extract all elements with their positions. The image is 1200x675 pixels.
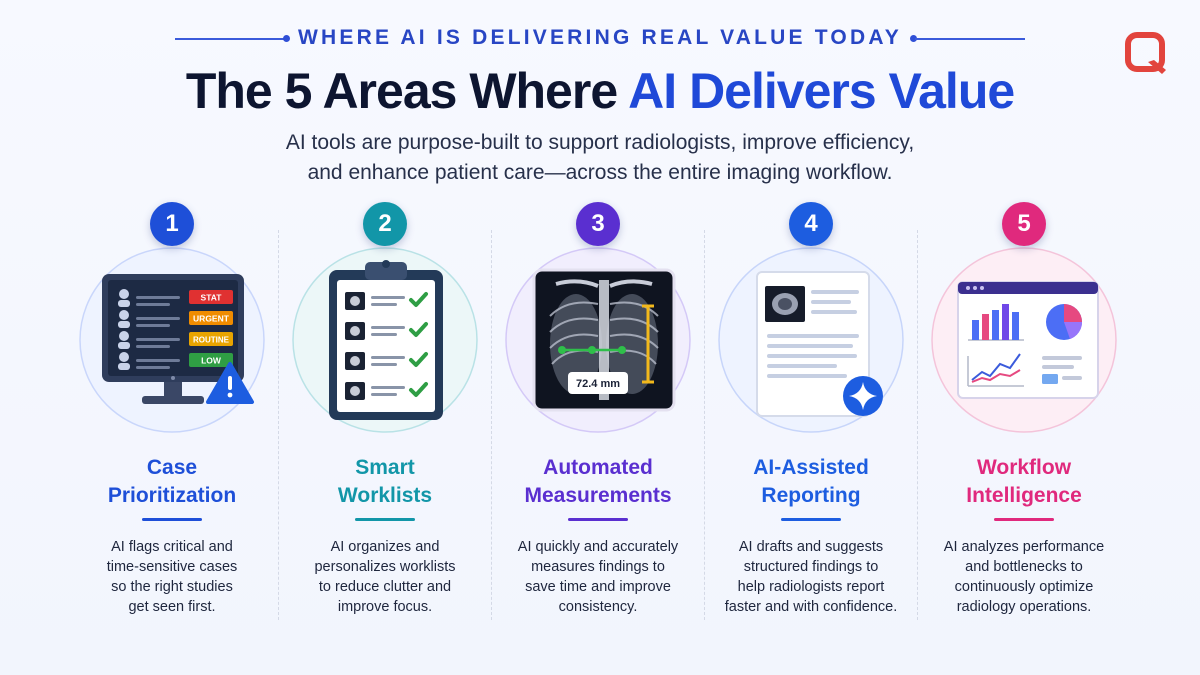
- title-accent: AI Delivers Value: [628, 63, 1015, 119]
- badge-stat: STAT: [201, 293, 223, 303]
- analytics-dashboard-icon: [957, 281, 1099, 399]
- page-title: The 5 Areas Where AI Delivers Value: [0, 62, 1200, 120]
- eyebrow-dot-left: [283, 35, 290, 42]
- measurement-overlay-icon: [558, 304, 654, 384]
- title-underline: [568, 518, 628, 521]
- value-area-4: 4 AI-Assisted Reporting AI drafts and su…: [705, 200, 918, 630]
- title-underline: [142, 518, 202, 521]
- area-description-4: AI drafts and suggests structured findin…: [705, 537, 917, 617]
- area-title-4: AI-Assisted Reporting: [705, 454, 917, 510]
- area-title-line: Measurements: [524, 484, 672, 507]
- value-area-3: 72.4 mm 3 Automated Measurements AI quic…: [492, 200, 705, 630]
- desc-line: AI drafts and suggests: [738, 539, 884, 555]
- desc-line: help radiologists report: [737, 579, 885, 595]
- area-title-5: Workflow Intelligence: [918, 454, 1130, 510]
- eyebrow-text: WHERE AI IS DELIVERING REAL VALUE TODAY: [298, 26, 902, 49]
- area-description-1: AI flags critical and time-sensitive cas…: [66, 537, 278, 617]
- subtitle-line-1: AI tools are purpose-built to support ra…: [285, 131, 915, 154]
- area-title-line: Intelligence: [966, 484, 1082, 507]
- area-description-3: AI quickly and accurately measures findi…: [492, 537, 704, 617]
- area-title-line: Automated: [543, 456, 653, 479]
- desc-line: personalizes worklists: [314, 559, 456, 575]
- desc-line: faster and with confidence.: [724, 599, 898, 615]
- step-number-1: 1: [150, 202, 194, 246]
- area-title-3: Automated Measurements: [492, 454, 704, 510]
- badge-urgent: URGENT: [193, 314, 230, 324]
- area-title-line: Reporting: [761, 484, 861, 507]
- eyebrow-line-right: [915, 38, 1025, 40]
- measurement-label: 72.4 mm: [576, 378, 620, 390]
- value-area-5: 5 Workflow Intelligence AI analyzes perf…: [918, 200, 1130, 630]
- desc-line: continuously optimize: [954, 579, 1094, 595]
- desc-line: improve focus.: [337, 599, 433, 615]
- area-description-5: AI analyzes performance and bottlenecks …: [918, 537, 1130, 617]
- eyebrow-line-left: [175, 38, 285, 40]
- area-title-line: Workflow: [976, 456, 1072, 479]
- desc-line: consistency.: [558, 599, 638, 615]
- eyebrow-dot-right: [910, 35, 917, 42]
- title-main: The 5 Areas Where: [185, 63, 629, 119]
- desc-line: so the right studies: [111, 579, 233, 595]
- area-title-line: AI-Assisted: [753, 456, 869, 479]
- column-divider: [704, 230, 705, 620]
- value-area-2: 2 Smart Worklists AI organizes and perso…: [279, 200, 492, 630]
- step-number-4: 4: [789, 202, 833, 246]
- report-document-icon: [756, 271, 870, 417]
- desc-line: AI organizes and: [330, 539, 440, 555]
- badge-routine: ROUTINE: [193, 336, 230, 345]
- value-area-1: STAT URGENT ROUTINE LOW 1 Case Prioritiz…: [66, 200, 279, 630]
- desc-line: time-sensitive cases: [106, 559, 238, 575]
- smart-worklists-illustration: [292, 247, 478, 433]
- line-chart-icon: [967, 353, 1024, 387]
- eyebrow-row: WHERE AI IS DELIVERING REAL VALUE TODAY: [0, 24, 1200, 54]
- title-underline: [355, 518, 415, 521]
- area-title-2: Smart Worklists: [279, 454, 491, 510]
- area-title-line: Case: [146, 456, 198, 479]
- area-description-2: AI organizes and personalizes worklists …: [279, 537, 491, 617]
- title-underline: [781, 518, 841, 521]
- area-title-line: Worklists: [337, 484, 433, 507]
- desc-line: to reduce clutter and: [318, 579, 452, 595]
- desc-line: save time and improve: [525, 579, 671, 595]
- workflow-intelligence-illustration: [931, 247, 1117, 433]
- desc-line: measures findings to: [531, 559, 665, 575]
- brand-logo-icon: [1125, 32, 1166, 74]
- ai-assisted-reporting-illustration: [718, 247, 904, 433]
- ai-sparkle-icon: [843, 376, 883, 416]
- subtitle-line-2: and enhance patient care—across the enti…: [307, 161, 893, 184]
- step-number-5: 5: [1002, 202, 1046, 246]
- desc-line: and bottlenecks to: [965, 559, 1083, 575]
- column-divider: [278, 230, 279, 620]
- desc-line: AI quickly and accurately: [517, 539, 679, 555]
- title-underline: [994, 518, 1054, 521]
- clipboard-checklist-icon: [329, 260, 443, 420]
- case-prioritization-illustration: STAT URGENT ROUTINE LOW: [79, 247, 265, 433]
- step-number-3: 3: [576, 202, 620, 246]
- alert-triangle-icon: [206, 362, 254, 404]
- column-divider: [917, 230, 918, 620]
- area-title-1: Case Prioritization: [66, 454, 278, 510]
- column-divider: [491, 230, 492, 620]
- monitor-worklist-icon: STAT URGENT ROUTINE LOW: [102, 274, 244, 404]
- pie-chart-icon: [1046, 304, 1082, 340]
- desc-line: get seen first.: [128, 599, 216, 615]
- area-title-line: Prioritization: [107, 484, 237, 507]
- badge-low: LOW: [201, 356, 222, 366]
- page-subtitle: AI tools are purpose-built to support ra…: [0, 128, 1200, 188]
- area-title-line: Smart: [355, 456, 415, 479]
- step-number-2: 2: [363, 202, 407, 246]
- desc-line: structured findings to: [743, 559, 879, 575]
- desc-line: radiology operations.: [956, 599, 1092, 615]
- bar-chart-icon: [968, 304, 1024, 341]
- desc-line: AI analyzes performance: [943, 539, 1105, 555]
- automated-measurements-illustration: 72.4 mm: [505, 247, 691, 433]
- desc-line: AI flags critical and: [111, 539, 233, 555]
